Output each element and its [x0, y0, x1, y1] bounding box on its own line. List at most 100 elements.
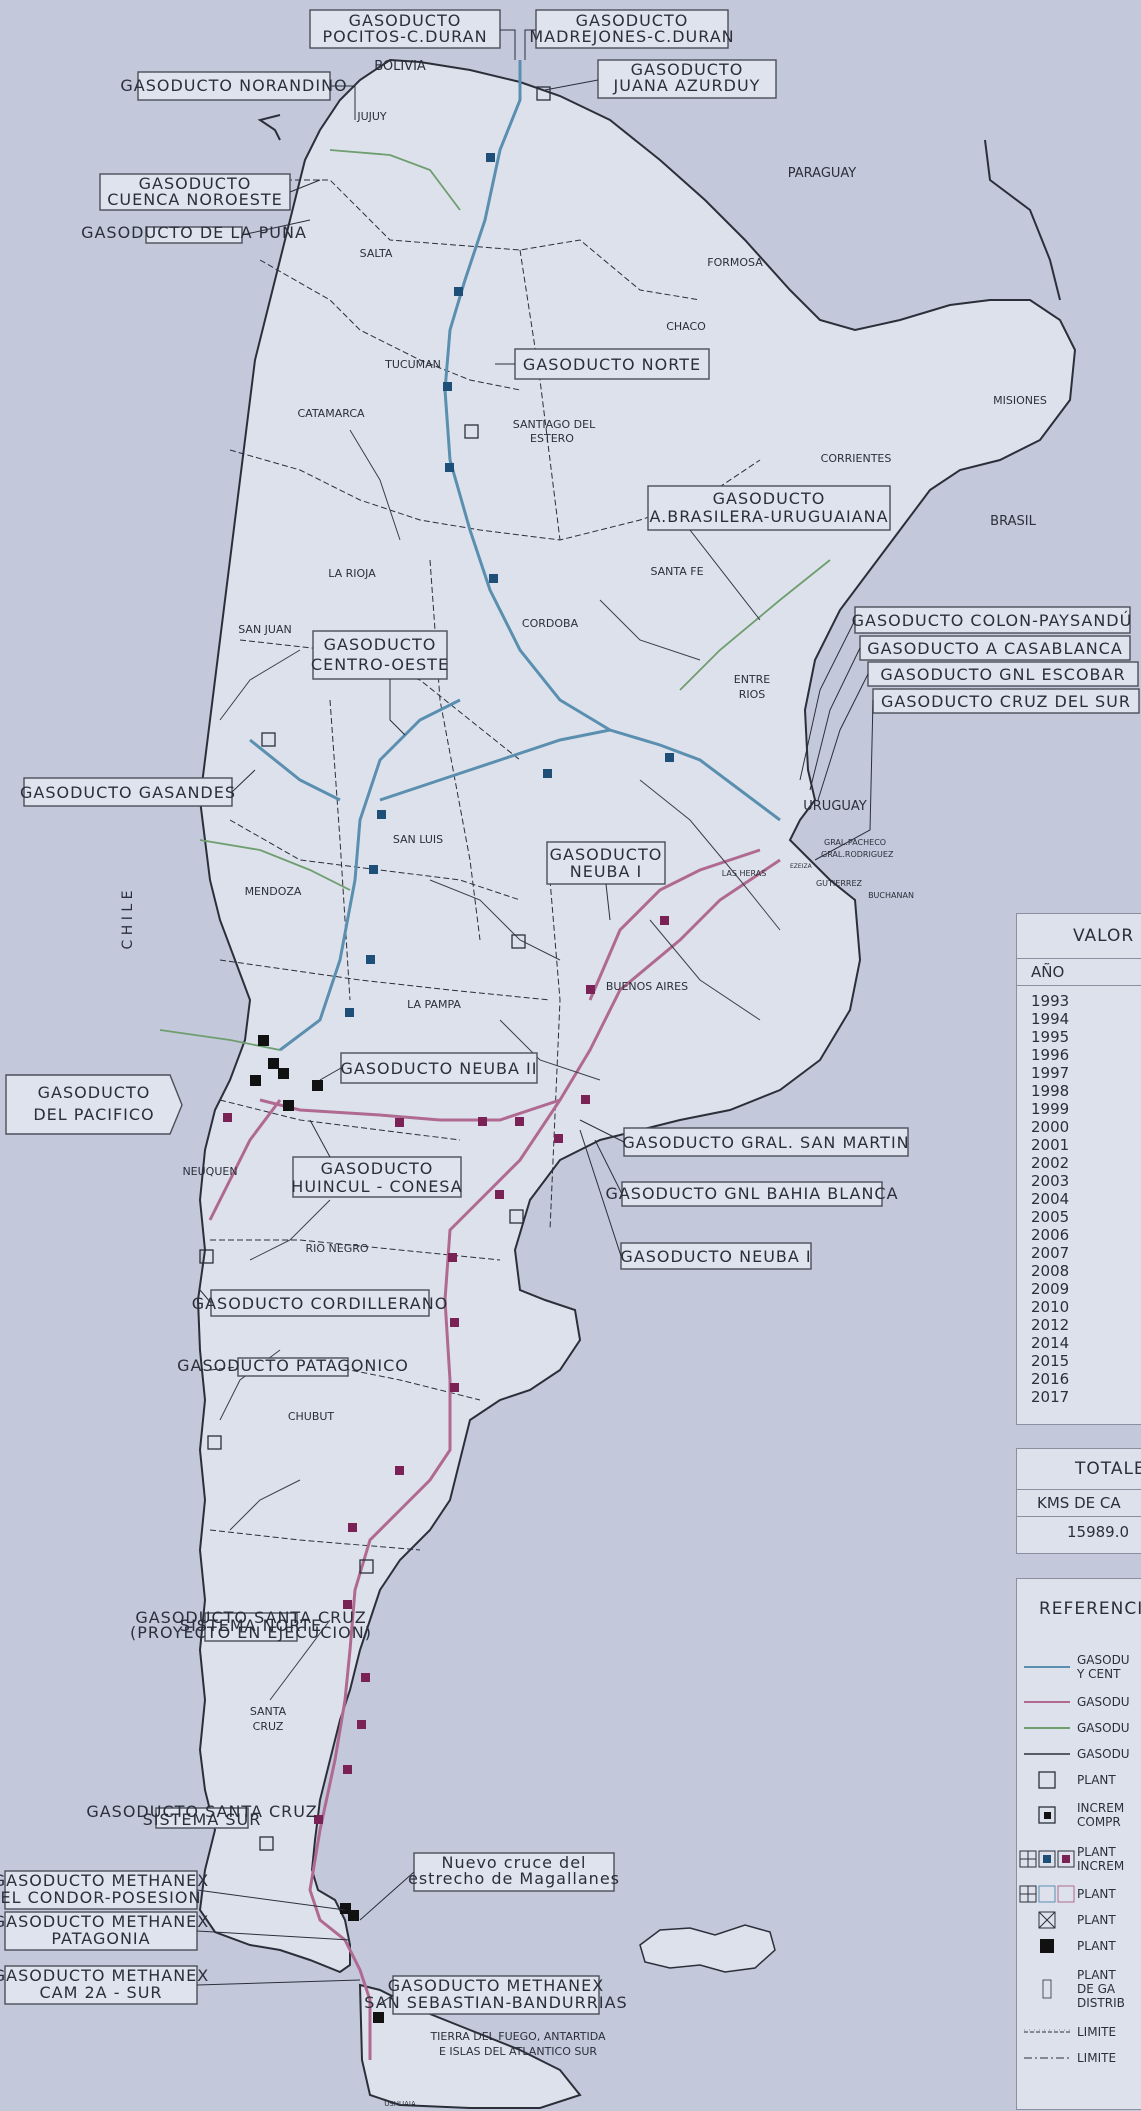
province-buenos-aires: BUENOS AIRES	[606, 980, 688, 993]
ref-row: LIMITE	[1017, 2045, 1141, 2071]
province-tucuman: TUCUMAN	[384, 358, 441, 371]
label-box-norandino	[137, 71, 331, 101]
label-box-neuba1-bottom	[620, 1242, 812, 1270]
label-box-pocitos	[309, 9, 501, 49]
ref-label: Y CENT	[1077, 1667, 1121, 1681]
label-box-gnl-bahia	[621, 1181, 883, 1207]
year-item: 2014	[1031, 1334, 1070, 1352]
label-puna: GASODUCTO DE LA PUNA	[81, 223, 307, 242]
totals-panel: TOTALE KMS DE CA 15989.0	[1016, 1448, 1141, 1554]
province-chaco: CHACO	[666, 320, 706, 333]
label-brasilera-2: A.BRASILERA-URUGUAIANA	[649, 507, 888, 526]
green-pipelines	[159, 149, 831, 1051]
province-labels: JUJUY SALTA FORMOSA CHACO TUCUMAN CATAMA…	[182, 110, 1046, 2108]
label-casablanca: GASODUCTO A CASABLANCA	[867, 639, 1123, 658]
label-box-brasilera	[647, 485, 891, 531]
province-neuquen: NEUQUEN	[182, 1165, 237, 1178]
year-item: 1997	[1031, 1064, 1070, 1082]
place-gral-rodriguez: GRAL.RODRIGUEZ	[821, 850, 894, 859]
label-box-casablanca	[859, 635, 1131, 661]
label-box-pacifico	[5, 1074, 183, 1135]
label-box-santa-cruz-sur	[155, 1807, 249, 1829]
place-las-heras: LAS HERAS	[722, 869, 767, 878]
label-cuenca-1: GASODUCTO	[139, 174, 252, 193]
label-santa-cruz-norte-3: (PROYECTO EN EJECUCION)	[130, 1623, 372, 1642]
label-juana-1: GASODUCTO	[631, 60, 744, 79]
ref-label: INCREM	[1077, 1801, 1125, 1815]
label-box-patagonico	[237, 1357, 349, 1377]
year-item: 2008	[1031, 1262, 1070, 1280]
label-pacifico-1: GASODUCTO	[38, 1083, 151, 1102]
year-item: 1996	[1031, 1046, 1070, 1064]
label-gasandes: GASODUCTO GASANDES	[20, 783, 236, 802]
label-santa-cruz-norte-1: GASODUCTO SANTA CRUZ	[135, 1608, 366, 1627]
label-neuba1-bottom: GASODUCTO NEUBA I	[620, 1247, 811, 1266]
label-pacifico-2: DEL PACIFICO	[33, 1105, 154, 1124]
argentina-land	[196, 58, 1077, 1974]
ref-label: LIMITE	[1077, 2051, 1117, 2065]
label-methanex-cam-2: CAM 2A - SUR	[39, 1983, 162, 2002]
label-box-methanex-sanseb	[392, 1975, 600, 2015]
malvinas-islands	[639, 1924, 776, 1973]
year-item: 2001	[1031, 1136, 1070, 1154]
totals-title: TOTALE	[1075, 1459, 1141, 1479]
province-santa-fe: SANTA FE	[650, 565, 703, 578]
province-entre-rios-1: ENTRE	[734, 673, 771, 686]
ref-label: PLANT	[1077, 1773, 1116, 1787]
year-item: 2000	[1031, 1118, 1070, 1136]
year-item: 1993	[1031, 992, 1070, 1010]
ref-row: PLANT	[1017, 1767, 1141, 1793]
country-paraguay: PARAGUAY	[788, 166, 857, 181]
province-misiones: MISIONES	[993, 394, 1047, 407]
year-item: 1999	[1031, 1100, 1070, 1118]
province-santa-cruz-2: CRUZ	[253, 1720, 284, 1733]
year-item: 2016	[1031, 1370, 1070, 1388]
totals-value: 15989.0	[1067, 1523, 1130, 1541]
label-box-gasandes	[23, 777, 233, 807]
label-methanex-condor-2: EL CONDOR-POSESION	[1, 1888, 202, 1907]
ref-label: DE GA	[1077, 1982, 1116, 1996]
province-santa-cruz-1: SANTA	[250, 1705, 287, 1718]
valor-table-title: VALOR	[1073, 926, 1135, 946]
province-la-pampa: LA PAMPA	[407, 998, 461, 1011]
label-cruz-del-sur: GASODUCTO CRUZ DEL SUR	[881, 692, 1131, 711]
place-gral-pacheco: GRAL.PACHECO	[824, 838, 886, 847]
label-norandino: GASODUCTO NORANDINO	[120, 76, 347, 95]
year-item: 1998	[1031, 1082, 1070, 1100]
label-box-norte	[514, 348, 710, 380]
year-item: 2010	[1031, 1298, 1070, 1316]
province-corrientes: CORRIENTES	[821, 452, 892, 465]
ref-row: PLANT	[1017, 1907, 1141, 1933]
label-santa-cruz-sur-1: GASODUCTO SANTA CRUZ	[86, 1802, 317, 1821]
province-cordoba: CORDOBA	[522, 617, 579, 630]
totals-header: KMS DE CA	[1017, 1489, 1141, 1517]
ref-label: PLANT	[1077, 1913, 1116, 1927]
place-labels: GRAL.PACHECO GRAL.RODRIGUEZ EZEIZA LAS H…	[722, 838, 914, 900]
year-item: 2002	[1031, 1154, 1070, 1172]
label-norte: GASODUCTO NORTE	[523, 355, 701, 374]
label-huincul-1: GASODUCTO	[321, 1159, 434, 1178]
year-column-header: AÑO	[1017, 958, 1141, 986]
ref-label: LIMITE	[1077, 2025, 1117, 2039]
label-cuenca-2: CUENCA NOROESTE	[107, 190, 283, 209]
label-box-madrejones	[535, 9, 729, 49]
label-methanex-condor-1: GASODUCTO METHANEX	[0, 1871, 209, 1890]
ref-label: PLANT	[1077, 1968, 1116, 1982]
label-box-centro-oeste	[312, 630, 448, 680]
label-magallanes-1: Nuevo cruce del	[442, 1853, 587, 1872]
ref-row: LIMITE	[1017, 2019, 1141, 2045]
label-box-cordillerano	[210, 1289, 430, 1317]
label-box-santa-cruz-norte	[204, 1612, 298, 1642]
year-item: 1995	[1031, 1028, 1070, 1046]
province-rio-negro: RIO NEGRO	[305, 1242, 368, 1255]
country-uruguay: URUGUAY	[803, 799, 867, 814]
label-pocitos-1: GASODUCTO	[349, 11, 462, 30]
province-san-luis: SAN LUIS	[393, 833, 443, 846]
label-colon: GASODUCTO COLON-PAYSANDÚ	[852, 611, 1133, 630]
